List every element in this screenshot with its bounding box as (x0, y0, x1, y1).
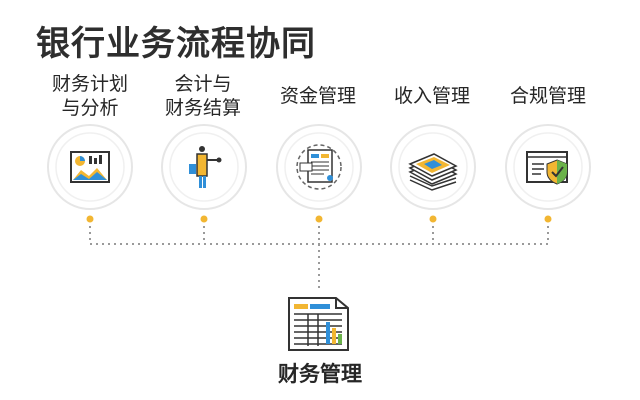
connector-dot (544, 215, 552, 223)
process-label-revenue: 收入管理 (372, 84, 492, 108)
process-label-line: 会计与 (174, 73, 232, 95)
process-node-financial-planning (45, 122, 135, 212)
accountant-figure-icon (161, 124, 247, 210)
process-label-line: 合规管理 (509, 85, 586, 107)
process-node-hub (286, 296, 352, 352)
connector-dot (86, 215, 94, 223)
process-label-line: 财务计划 (51, 73, 128, 95)
process-node-treasury (274, 122, 364, 212)
process-node-accounting (159, 122, 249, 212)
process-label-financial-planning: 财务计划 与分析 (30, 72, 150, 120)
hub-label: 财务管理 (278, 362, 362, 386)
process-label-line: 财务结算 (164, 97, 241, 119)
connector-dot (200, 215, 208, 223)
process-label-compliance: 合规管理 (488, 84, 608, 108)
connector-dot (315, 215, 323, 223)
money-stack-icon (390, 124, 476, 210)
process-label-accounting: 会计与 财务结算 (143, 72, 263, 120)
chart-report-icon (47, 124, 133, 210)
process-node-revenue (388, 122, 478, 212)
process-label-treasury: 资金管理 (258, 84, 378, 108)
connector-dot (429, 215, 437, 223)
financial-statement-icon (276, 124, 362, 210)
spreadsheet-icon (288, 297, 349, 351)
process-label-line: 资金管理 (279, 85, 356, 107)
process-label-line: 与分析 (61, 97, 119, 119)
shield-check-icon (505, 124, 591, 210)
process-node-compliance (503, 122, 593, 212)
diagram-title: 银行业务流程协同 (36, 24, 316, 64)
process-label-line: 收入管理 (393, 85, 470, 107)
